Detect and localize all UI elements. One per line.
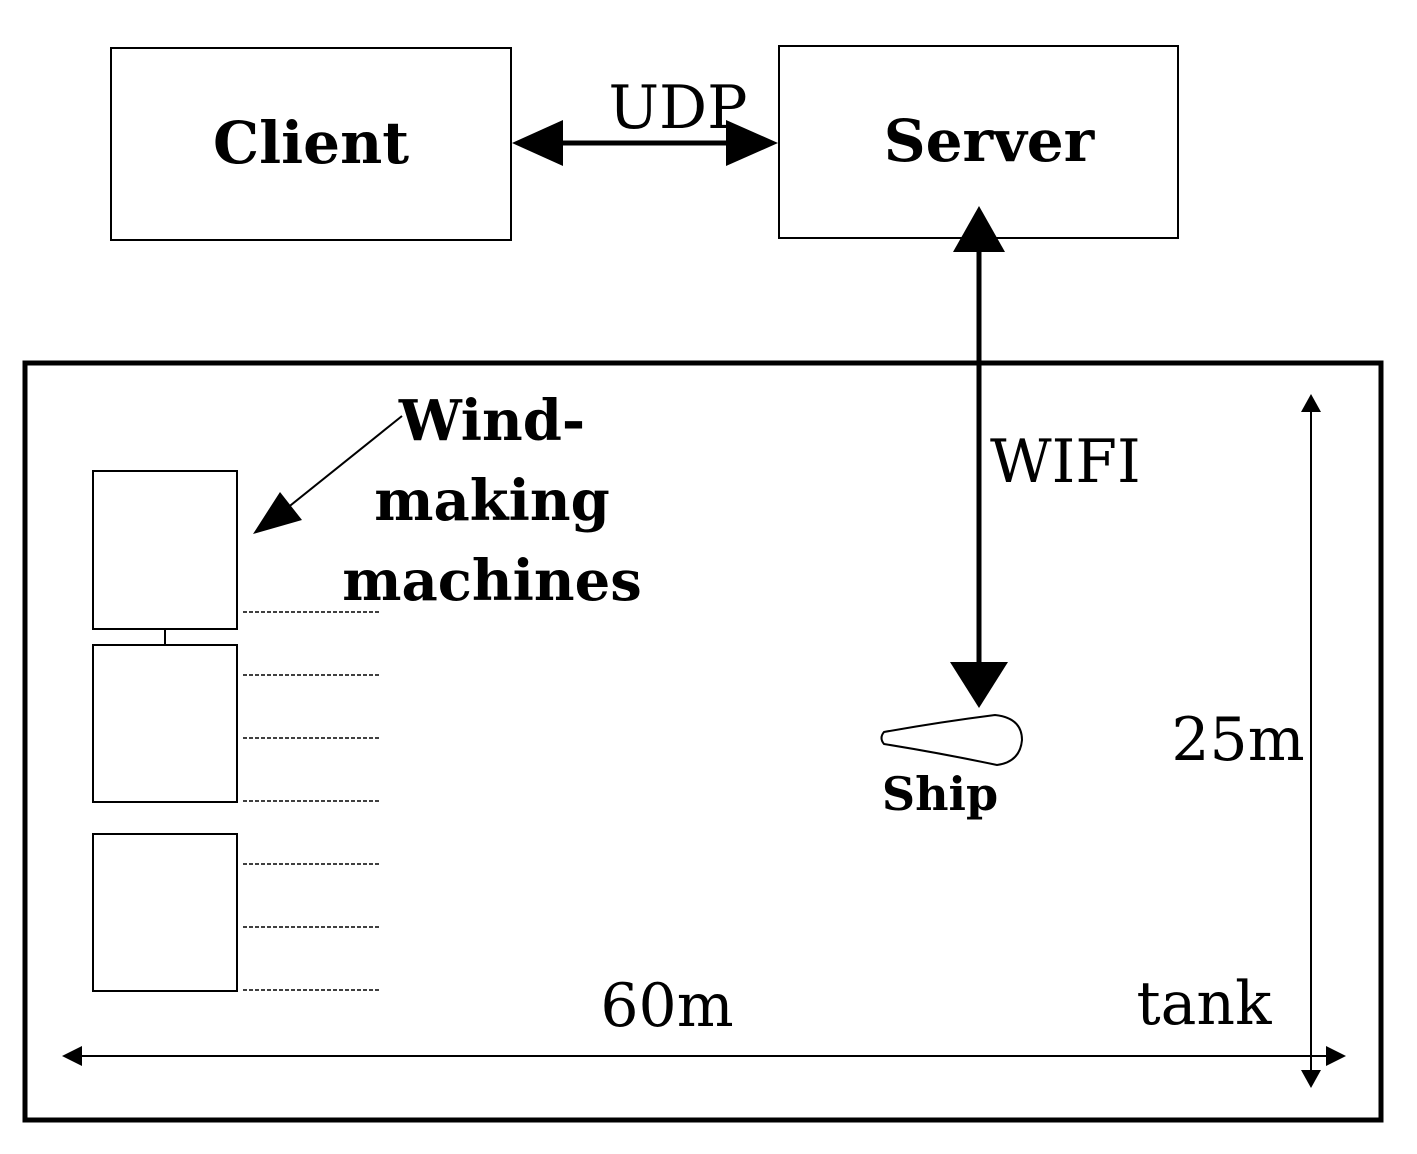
wifi-label: WIFI [990,427,1141,497]
tank-label: tank [1137,969,1273,1039]
wind-machine-3 [92,833,238,992]
wind-machine-2 [92,644,238,803]
wind-flow-lines [243,611,380,991]
tank-outline [22,360,1384,1123]
client-label: Client [213,109,409,177]
length-dimension-arrow [62,1046,1346,1066]
ship-label: Ship [882,767,998,821]
width-dimension-arrow [1301,394,1321,1088]
machines-pointer-arrow [253,415,403,534]
machines-label-line1: Wind- [398,388,585,454]
server-node: Server [778,45,1179,239]
wifi-link-arrow [950,206,1008,708]
udp-label: UDP [608,73,747,143]
machines-label-line2: making [374,468,609,534]
machines-label-line3: machines [342,548,642,614]
udp-link-arrow [512,120,778,166]
client-node: Client [110,47,512,241]
wind-machine-1 [92,470,238,630]
server-label: Server [884,107,1096,175]
ship-icon [880,713,1024,767]
length-label: 60m [600,971,733,1041]
width-label: 25m [1171,705,1304,775]
